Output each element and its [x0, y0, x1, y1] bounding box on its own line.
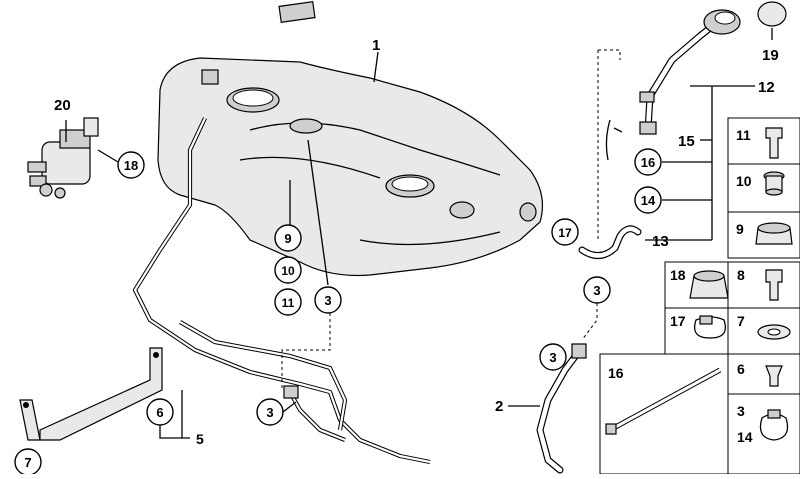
clip-icon-6 [765, 365, 783, 387]
fuel-lines [132, 117, 431, 465]
legend-16: 16 [608, 365, 624, 381]
callout-14: 14 [641, 193, 656, 208]
callout-9: 9 [284, 231, 291, 246]
callout-3a: 3 [324, 293, 331, 308]
callout-3b: 3 [266, 405, 273, 420]
bolt-icon-11 [765, 127, 783, 159]
callout-13: 13 [652, 233, 669, 250]
callout-17: 17 [558, 226, 572, 240]
legend-6: 6 [737, 361, 745, 377]
legend-3: 3 [737, 403, 745, 419]
callout-18: 18 [124, 158, 138, 173]
callout-3d: 3 [549, 350, 556, 365]
callout-20: 20 [54, 97, 71, 114]
callout-6: 6 [156, 405, 163, 420]
legend-18: 18 [670, 267, 686, 283]
filler-neck [639, 1, 787, 135]
callout-circle-16 [634, 148, 662, 176]
callout-12: 12 [758, 79, 775, 96]
legend-9: 9 [736, 221, 744, 237]
callout-10: 10 [281, 264, 295, 278]
callout-19: 19 [762, 47, 779, 64]
callout-15: 15 [678, 133, 695, 150]
callout-3c: 3 [593, 283, 600, 298]
legend-8: 8 [737, 267, 745, 283]
callout-1: 1 [372, 37, 380, 54]
callout-circle-9 [274, 224, 302, 252]
callout-2: 2 [495, 398, 503, 415]
callout-circle-3a [314, 286, 342, 314]
legend-14: 14 [737, 429, 753, 445]
elbow-hose-17 [578, 225, 642, 259]
legend-17: 17 [670, 313, 686, 329]
top-sensor-cover [278, 1, 316, 23]
callout-circle-17 [551, 218, 579, 246]
callout-circle-11 [274, 288, 302, 316]
fuel-hose-2 [536, 343, 587, 474]
callout-7: 7 [24, 455, 31, 470]
callout-circle-3d [539, 343, 567, 371]
callout-11: 11 [282, 296, 295, 310]
legend-10: 10 [736, 173, 752, 189]
callout-5: 5 [196, 431, 204, 447]
hose-clamp-lower [283, 385, 299, 399]
callout-16: 16 [641, 155, 655, 170]
screw-icon-8 [765, 269, 783, 301]
callout-circle-18 [117, 151, 145, 179]
strap-15 [605, 119, 623, 161]
bracket-parts [19, 347, 163, 441]
legend-11: 11 [736, 127, 751, 143]
fuel-tank-body [157, 51, 543, 277]
part-20-pump-unit [27, 117, 119, 199]
callout-circle-14 [634, 186, 662, 214]
parts-legend [599, 117, 800, 475]
legend-7: 7 [737, 313, 745, 329]
callout-circle-10 [274, 256, 302, 284]
